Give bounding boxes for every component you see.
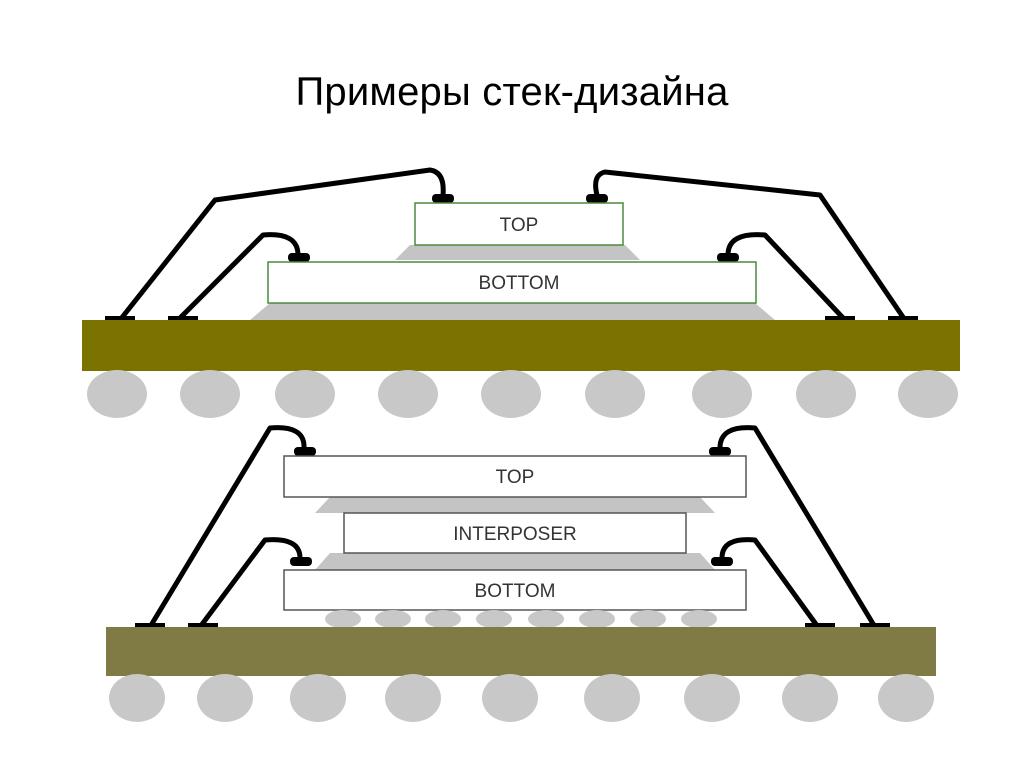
micro-bump — [476, 610, 512, 628]
micro-bump — [425, 610, 461, 628]
bond-wire — [725, 232, 847, 322]
solder-balls — [109, 674, 934, 722]
bond-pad — [711, 557, 733, 566]
bond-pad — [717, 253, 739, 262]
solder-ball — [197, 674, 253, 722]
substrate-pad — [860, 623, 890, 629]
solder-ball — [290, 674, 346, 722]
solder-ball — [684, 674, 740, 722]
micro-bump — [630, 610, 666, 628]
underfill-fillet — [315, 497, 715, 513]
die-label-interposer: INTERPOSER — [453, 524, 577, 545]
solder-ball — [878, 674, 934, 722]
bond-pad — [709, 447, 731, 456]
solder-ball — [275, 370, 335, 418]
micro-bump — [681, 610, 717, 628]
micro-bump — [325, 610, 361, 628]
bond-pad — [290, 557, 312, 566]
bond-pad — [586, 194, 608, 203]
bond-wire — [147, 425, 307, 629]
die-label-bottom: BOTTOM — [479, 273, 560, 294]
die-top — [283, 455, 747, 498]
die-label-top: TOP — [500, 215, 539, 236]
solder-ball — [87, 370, 147, 418]
bond-pad — [432, 194, 454, 203]
bond-wire — [719, 537, 821, 629]
solder-ball — [782, 674, 838, 722]
solder-ball — [180, 370, 240, 418]
solder-ball — [585, 370, 645, 418]
solder-ball — [109, 674, 165, 722]
bond-pad — [294, 447, 316, 456]
substrate-pad — [135, 623, 165, 629]
substrate-pad — [888, 316, 918, 322]
substrate-pad — [168, 316, 198, 322]
solder-balls — [87, 370, 958, 418]
micro-bump — [375, 610, 411, 628]
bond-pad — [288, 253, 310, 262]
slide-title: Примеры стек-дизайна — [295, 70, 729, 114]
die-interposer — [343, 512, 687, 554]
substrate — [82, 320, 960, 371]
substrate — [106, 627, 936, 676]
solder-ball — [481, 370, 541, 418]
die-label-top: TOP — [496, 467, 535, 488]
micro-bumps — [325, 610, 717, 628]
underfill-fillet — [250, 303, 775, 320]
solder-ball — [584, 674, 640, 722]
stack-wirebond: TOP BOTTOM — [82, 167, 960, 418]
bond-wire — [118, 167, 446, 322]
die-label-bottom: BOTTOM — [475, 581, 556, 602]
solder-ball — [796, 370, 856, 418]
micro-bump — [579, 610, 615, 628]
die-top — [414, 202, 624, 246]
underfill-fillet — [395, 245, 640, 260]
underfill-fillet — [315, 553, 715, 570]
bond-wire — [176, 232, 301, 322]
die-bottom — [283, 569, 747, 611]
bond-wire — [197, 537, 303, 629]
solder-ball — [378, 370, 438, 418]
substrate-pad — [105, 316, 135, 322]
solder-ball — [692, 370, 752, 418]
die-bottom — [267, 261, 757, 304]
stack-interposer: TOP INTERPOSER BOTTOM — [106, 425, 936, 722]
solder-ball — [385, 674, 441, 722]
substrate-pad — [188, 623, 218, 629]
substrate-pad — [825, 316, 855, 322]
solder-ball — [482, 674, 538, 722]
micro-bump — [528, 610, 564, 628]
bond-wire — [717, 425, 878, 629]
bond-wire — [593, 169, 908, 322]
solder-ball — [898, 370, 958, 418]
substrate-pad — [805, 623, 835, 629]
